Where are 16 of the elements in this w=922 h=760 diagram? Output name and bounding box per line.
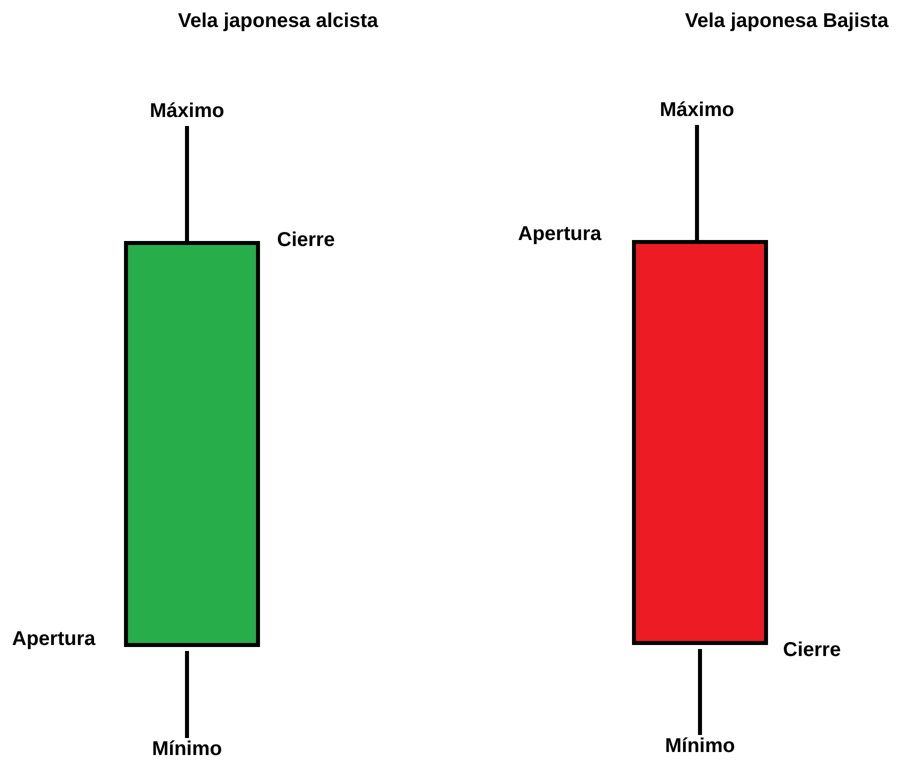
price-label: Mínimo (665, 735, 735, 757)
price-label: Cierre (277, 229, 335, 251)
price-label: Cierre (783, 639, 841, 661)
price-label: Apertura (518, 223, 602, 245)
price-label: Apertura (12, 628, 96, 650)
candle-body (632, 240, 768, 645)
candle-wick (698, 649, 702, 735)
chart-heading: Vela japonesa Bajista (685, 10, 888, 32)
candle-body (124, 241, 260, 647)
candle-wick (695, 125, 699, 240)
candle-wick (185, 126, 189, 241)
price-label: Máximo (660, 99, 734, 121)
chart-heading: Vela japonesa alcista (178, 10, 378, 32)
price-label: Mínimo (152, 738, 222, 760)
candle-wick (185, 651, 189, 738)
price-label: Máximo (150, 100, 224, 122)
